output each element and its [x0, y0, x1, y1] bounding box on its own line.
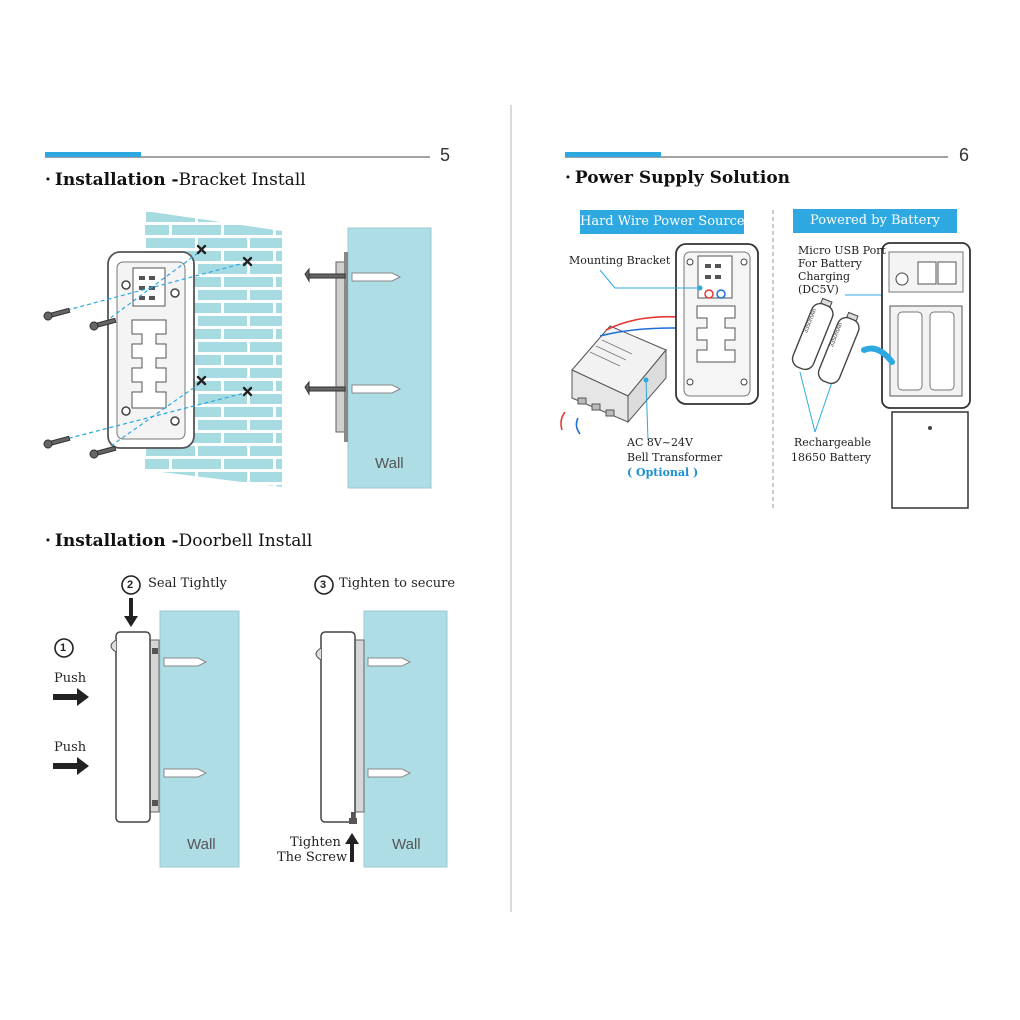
transformer-label-line1: AC 8V~24V: [627, 436, 693, 449]
step1-circle: [54, 638, 74, 658]
battery-label-line1: Rechargeable: [794, 436, 872, 449]
push-arrows: [53, 688, 89, 775]
hardwire-banner: Hard Wire Power Source: [580, 210, 745, 234]
screws: [43, 307, 117, 459]
wall-label-a: Wall: [187, 836, 216, 853]
doorbell-side-b: [315, 610, 448, 868]
heading-normal: Doorbell Install: [178, 531, 313, 551]
push-label-2: Push: [54, 740, 87, 755]
hardwire-bracket: [675, 243, 759, 405]
down-arrow: [124, 598, 138, 627]
batteries: [791, 297, 860, 385]
heading-normal: Bracket Install: [178, 170, 306, 190]
x-marks: [196, 244, 253, 397]
doorbell-side-a: [110, 610, 240, 868]
tighten-label-line1: Tighten: [290, 835, 341, 850]
transformer-optional: ( Optional ): [627, 466, 699, 479]
usb-label-line2: For Battery: [798, 257, 862, 270]
step2-circle: [121, 575, 141, 595]
transformer-label-line2: Bell Transformer: [627, 451, 723, 464]
section-heading-doorbell: ·Installation -Doorbell Install: [45, 531, 313, 551]
bracket-plate: [107, 251, 195, 449]
wall-label-top: Wall: [375, 455, 404, 472]
step3-label: Tighten to secure: [339, 576, 456, 591]
wall-label-b: Wall: [392, 836, 421, 853]
bell-transformer: [571, 325, 667, 424]
heading-bold: Installation -: [54, 170, 179, 190]
mounting-guides: [59, 249, 249, 451]
side-wall-top: [304, 227, 432, 489]
usb-label-line4: (DC5V): [798, 283, 839, 296]
heading-bold: Power Supply Solution: [574, 168, 791, 188]
step3-number: 3: [320, 579, 327, 591]
tighten-label-line2: The Screw: [277, 850, 348, 865]
page-number-left: 5: [440, 145, 451, 165]
step1-number: 1: [60, 642, 67, 654]
step2-number: 2: [127, 579, 134, 591]
right-header-rule: [565, 152, 948, 158]
heading-bold: Installation -: [54, 531, 179, 551]
push-label-1: Push: [54, 671, 87, 686]
section-heading-power: ·Power Supply Solution: [565, 168, 791, 188]
battery-banner: Powered by Battery: [793, 209, 957, 233]
battery-label-line2: 18650 Battery: [791, 451, 871, 464]
step2-label: Seal Tightly: [148, 576, 227, 591]
left-header-rule: [45, 152, 430, 158]
step3-circle: [314, 575, 334, 595]
usb-label-line3: Charging: [798, 270, 851, 283]
section-heading-bracket: ·Installation -Bracket Install: [45, 170, 306, 190]
battery-doorbell: [861, 242, 971, 509]
page-number-right: 6: [959, 145, 970, 165]
mounting-bracket-label: Mounting Bracket: [569, 254, 671, 267]
usb-label-line1: Micro USB Port: [798, 244, 886, 257]
up-arrow: [345, 833, 359, 862]
